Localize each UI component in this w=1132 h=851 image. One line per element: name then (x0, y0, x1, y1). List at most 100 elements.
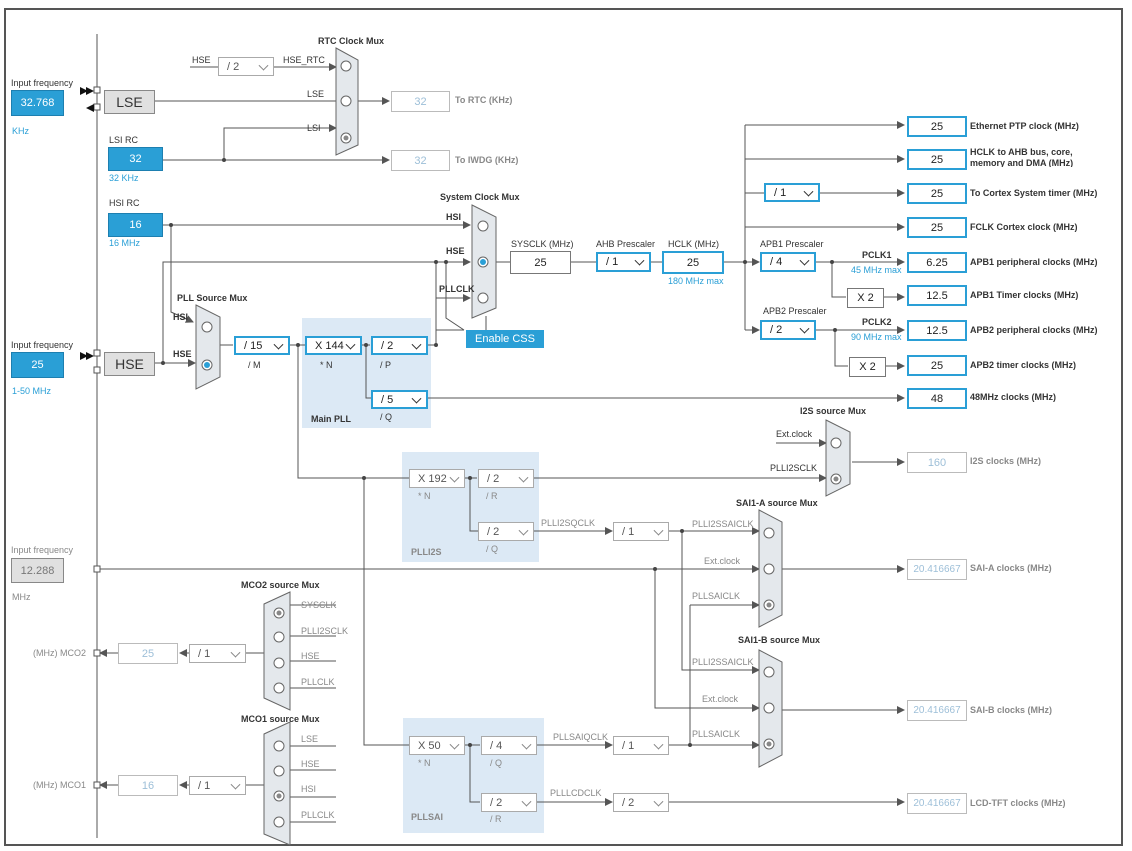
apb1-peripheral-clocks-value[interactable]: 6.25 (907, 252, 967, 273)
mco1-divider-select[interactable]: / 1 (189, 776, 246, 795)
fclk-cortex-label: FCLK Cortex clock (MHz) (970, 222, 1078, 232)
sai-a-clocks-value: 20.416667 (907, 559, 967, 580)
apb2-peripheral-clocks-value[interactable]: 12.5 (907, 320, 967, 341)
sai1a-in-pllsaiclk: PLLSAICLK (692, 591, 741, 601)
pllsai-lcd-clk-label: PLLLCDCLK (550, 788, 602, 798)
sai1b-in-ext-clock: Ext.clock (702, 694, 739, 704)
pll-m-label: / M (248, 360, 261, 370)
apb1-prescaler-label: APB1 Prescaler (760, 239, 824, 249)
plli2s-r-divider-select[interactable]: / 2 (478, 469, 534, 488)
cortex-system-timer-label: To Cortex System timer (MHz) (970, 188, 1098, 198)
rtc-output-label: To RTC (KHz) (455, 95, 513, 105)
cortex-timer-divider-select[interactable]: / 1 (764, 183, 820, 202)
sai-b-clocks-value: 20.416667 (907, 700, 967, 721)
chevron-down-icon (518, 525, 529, 536)
48mhz-clocks-value[interactable]: 48 (907, 388, 967, 409)
rtc-in-hse-rtc: HSE_RTC (283, 55, 325, 65)
hclk-value-field[interactable]: 25 (662, 251, 724, 274)
ethernet-ptp-clock-value[interactable]: 25 (907, 116, 967, 137)
pllsai-n-label: * N (418, 758, 431, 768)
i2s-input-frequency-field[interactable]: 12.288 (11, 558, 64, 583)
mco2-divider-value: / 1 (198, 647, 211, 660)
cortex-system-timer-value[interactable]: 25 (907, 183, 967, 204)
chevron-down-icon (653, 525, 664, 536)
plli2sq-divider-value: / 1 (622, 525, 635, 538)
sysclk-mux-in-hsi: HSI (446, 212, 462, 222)
sai1a-in-ext-clock: Ext.clock (704, 556, 741, 566)
hse-input-frequency-field[interactable]: 25 (11, 352, 64, 378)
lse-input-frequency-field[interactable]: 32.768 (11, 90, 64, 116)
main-pll-p-label: / P (380, 360, 392, 370)
mco2-output-value: 25 (118, 643, 178, 664)
chevron-down-icon (449, 472, 460, 483)
mco2-in-sysclk: SYSCLK (301, 600, 337, 610)
fclk-cortex-value[interactable]: 25 (907, 217, 967, 238)
pllsaiq-divider-select[interactable]: / 1 (613, 736, 669, 755)
chevron-down-icon (653, 739, 664, 750)
sysclk-mux-in-pllclk: PLLCLK (439, 284, 475, 294)
pllsai-n-multiplier-select[interactable]: X 50 (409, 736, 465, 755)
chevron-down-icon (449, 739, 460, 750)
sai-b-clocks-label: SAI-B clocks (MHz) (970, 705, 1053, 715)
mco2-in-plli2sclk: PLLI2SCLK (301, 626, 349, 636)
chevron-down-icon (653, 796, 664, 807)
apb1-timer-clocks-value[interactable]: 12.5 (907, 285, 967, 306)
chevron-down-icon (521, 739, 532, 750)
main-pll-p-divider-select[interactable]: / 2 (371, 336, 428, 355)
main-pll-title: Main PLL (311, 414, 351, 424)
rtc-hse-prescaler-select[interactable]: / 2 (218, 57, 274, 76)
lcd-tft-clocks-value: 20.416667 (907, 793, 967, 814)
plli2sq-divider-select[interactable]: / 1 (613, 522, 669, 541)
mco1-source-mux-title: MCO1 source Mux (241, 714, 320, 724)
pll-source-in-hsi: HSI (173, 312, 189, 322)
hclk-max-label: 180 MHz max (668, 276, 724, 286)
hsi-rc-title: HSI RC (109, 198, 140, 208)
chevron-down-icon (411, 393, 422, 404)
main-pll-q-label: / Q (380, 412, 393, 422)
plli2s-r-label: / R (486, 491, 498, 501)
i2s-in-ext-clock: Ext.clock (776, 429, 813, 439)
main-pll-q-divider-select[interactable]: / 5 (371, 390, 428, 409)
chevron-down-icon (803, 186, 814, 197)
system-clock-mux-title: System Clock Mux (440, 192, 520, 202)
mco1-in-pllclk: PLLCLK (301, 810, 335, 820)
pll-m-divider-select[interactable]: / 15 (234, 336, 290, 355)
plli2s-q-divider-select[interactable]: / 2 (478, 522, 534, 541)
chevron-down-icon (230, 779, 241, 790)
apb2-timer-clocks-value[interactable]: 25 (907, 355, 967, 376)
pllsai-q-divider-select[interactable]: / 4 (481, 736, 537, 755)
apb2-prescaler-select[interactable]: / 2 (760, 320, 816, 340)
rtc-in-lsi: LSI (307, 123, 321, 133)
ahb-prescaler-value: / 1 (606, 256, 619, 268)
apb1-prescaler-select[interactable]: / 4 (760, 252, 816, 272)
chevron-down-icon (518, 472, 529, 483)
apb2-timer-multiplier: X 2 (849, 357, 886, 377)
pll-source-mux-title: PLL Source Mux (177, 293, 248, 303)
mco1-in-lse: LSE (301, 734, 319, 744)
mco1-in-hsi: HSI (301, 784, 317, 794)
plli2s-n-multiplier-select[interactable]: X 192 (409, 469, 465, 488)
pllsai-r-value: / 2 (490, 796, 503, 809)
enable-css-button[interactable]: Enable CSS (466, 330, 544, 348)
ahb-prescaler-select[interactable]: / 1 (596, 252, 651, 272)
i2s-in-plli2sclk: PLLI2SCLK (770, 463, 818, 473)
chevron-down-icon (634, 255, 645, 266)
chevron-down-icon (411, 339, 422, 350)
mco2-divider-select[interactable]: / 1 (189, 644, 246, 663)
mco1-in-hse: HSE (301, 759, 320, 769)
pclk2-max-label: 90 MHz max (851, 332, 902, 342)
sai1b-source-mux-title: SAI1-B source Mux (738, 635, 821, 645)
main-pll-n-multiplier-select[interactable]: X 144 (305, 336, 362, 355)
pllsai-lcd-divider-select[interactable]: / 2 (613, 793, 669, 812)
lse-block: LSE (104, 90, 155, 114)
pllsai-r-divider-select[interactable]: / 2 (481, 793, 537, 812)
lse-input-frequency-label: Input frequency (11, 78, 74, 88)
sysclk-mux-in-hse: HSE (446, 246, 465, 256)
48mhz-clocks-label: 48MHz clocks (MHz) (970, 392, 1057, 402)
sai1a-in-plli2ssaiclk: PLLI2SSAICLK (692, 519, 754, 529)
mco2-in-pllclk: PLLCLK (301, 677, 335, 687)
i2s-input-unit: MHz (12, 592, 31, 602)
apb2-peripheral-clocks-label: APB2 peripheral clocks (MHz) (970, 325, 1098, 335)
hclk-ahb-value[interactable]: 25 (907, 149, 967, 170)
